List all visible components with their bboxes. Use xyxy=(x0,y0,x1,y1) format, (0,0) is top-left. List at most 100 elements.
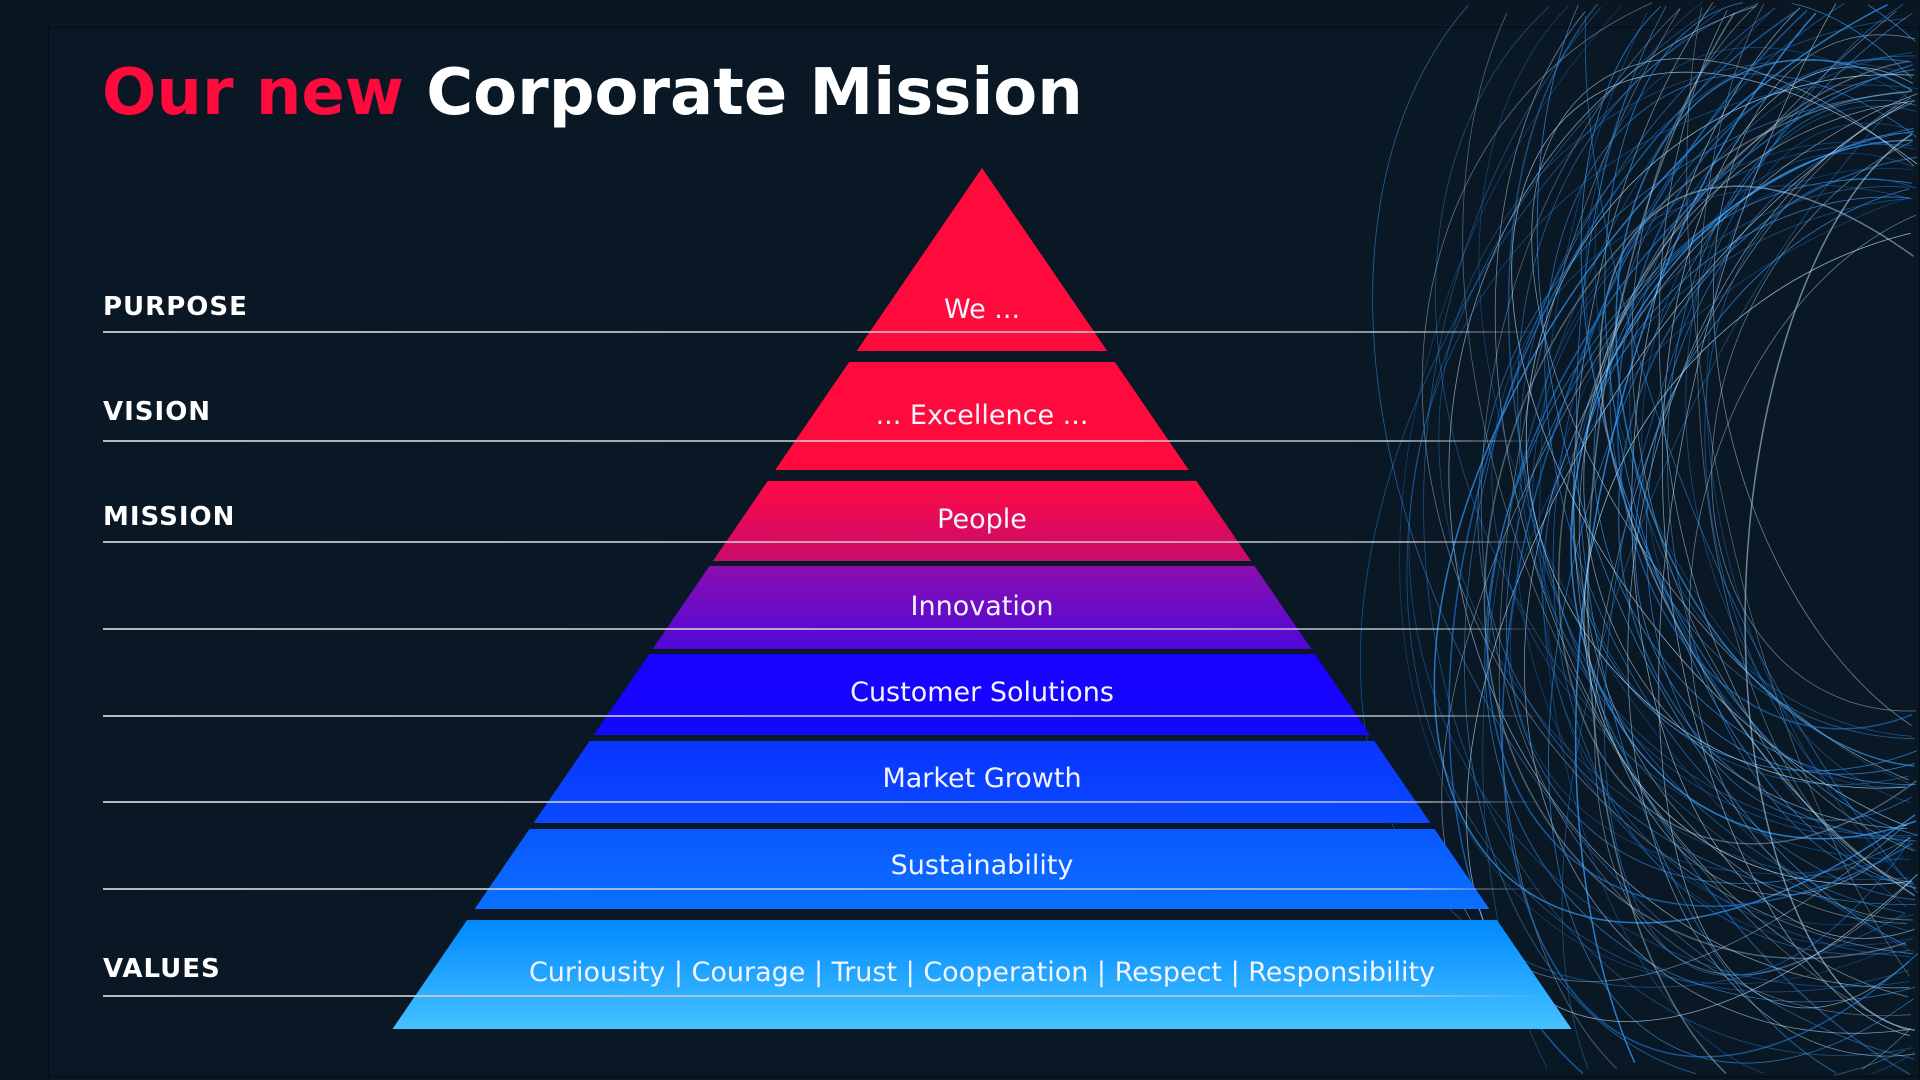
swirl-line xyxy=(1570,139,1917,840)
swirl-line xyxy=(1711,140,1917,712)
swirl-line xyxy=(1477,91,1916,905)
pyramid-tier-8 xyxy=(392,920,1572,1029)
slide-title: Our new Corporate Mission xyxy=(102,56,1083,130)
swirl-line xyxy=(1548,12,1914,1064)
pyramid-tier-label: Sustainability xyxy=(891,850,1074,881)
swirl-line xyxy=(1572,186,1911,786)
label-vision: VISION xyxy=(103,397,212,427)
swirl-line xyxy=(1627,102,1915,1057)
swirl-line xyxy=(1557,60,1917,845)
swirl-line xyxy=(1484,128,1916,1003)
swirl-line xyxy=(1519,18,1918,837)
swirl-line xyxy=(1462,12,1909,1032)
swirl-line xyxy=(1466,101,1918,1023)
swirl-line xyxy=(1406,5,1909,993)
swirl-line xyxy=(1706,122,1918,890)
swirl-line xyxy=(1438,60,1910,881)
swirl-line xyxy=(1507,3,1910,1075)
swirl-line xyxy=(1480,8,1911,1017)
divider-line xyxy=(103,331,1545,333)
divider-line xyxy=(103,541,1545,543)
title-main: Corporate Mission xyxy=(426,56,1083,130)
swirl-line xyxy=(1685,105,1916,803)
pyramid-tier-5 xyxy=(593,654,1371,735)
swirl-line xyxy=(1491,184,1912,860)
swirl-line xyxy=(1629,52,1913,737)
pyramid-tier-label: People xyxy=(937,504,1027,535)
swirl-line xyxy=(1448,5,1910,989)
swirl-line xyxy=(1603,4,1911,976)
swirl-line xyxy=(1482,12,1771,1068)
swirl-line xyxy=(1516,141,1915,925)
swirl-line xyxy=(1584,15,1918,893)
swirl-line xyxy=(1561,88,1912,1070)
swirl-line xyxy=(1517,2,1905,914)
swirl-line xyxy=(1478,5,1915,953)
swirl-line xyxy=(1594,1,1912,785)
pyramid-tier-label: Customer Solutions xyxy=(850,677,1114,708)
swirl-line xyxy=(1617,156,1917,842)
swirl-line xyxy=(1696,3,1914,883)
swirl-line xyxy=(1539,12,1916,1075)
swirl-line xyxy=(1688,214,1916,921)
swirl-line xyxy=(1511,71,1918,827)
swirl-line xyxy=(1441,10,1909,982)
pyramid-tier-label: Innovation xyxy=(911,591,1054,622)
divider-line xyxy=(103,888,1545,890)
swirl-line xyxy=(1536,4,1907,946)
swirl-line xyxy=(1525,74,1914,789)
swirl-line xyxy=(1575,5,1837,1074)
swirl-line xyxy=(1531,58,1915,781)
pyramid-tier-2 xyxy=(775,362,1189,470)
swirl-line xyxy=(1573,2,1911,896)
swirl-line xyxy=(1572,196,1918,772)
pyramid-tier-1 xyxy=(856,168,1108,351)
swirl-line xyxy=(1501,9,1919,1058)
swirl-line xyxy=(1583,232,1913,885)
swirl-line xyxy=(1505,130,1915,884)
swirl-line xyxy=(1661,66,1914,1037)
swirl-line xyxy=(1594,97,1912,976)
title-accent: Our new xyxy=(102,56,404,130)
swirl-line xyxy=(1744,133,1915,1031)
pyramid-tier-label: ... Excellence ... xyxy=(876,400,1089,431)
divider-line xyxy=(103,715,1545,717)
swirl-line xyxy=(1585,46,1915,908)
swirl-line xyxy=(1421,2,1914,955)
swirl-line xyxy=(1509,197,1907,874)
swirl-line xyxy=(1646,132,1914,821)
label-values: VALUES xyxy=(103,954,221,984)
divider-line xyxy=(103,995,1545,997)
swirl-line xyxy=(1583,100,1916,829)
swirl-line xyxy=(1686,7,1910,977)
swirl-line xyxy=(1486,64,1913,907)
swirl-line xyxy=(1494,11,1909,998)
pyramid-tier-label: Market Growth xyxy=(882,763,1081,794)
swirl-line xyxy=(1641,152,1915,788)
swirl-line xyxy=(1712,34,1916,726)
pyramid-tier-label: We ... xyxy=(944,294,1020,325)
swirl-line xyxy=(1532,143,1912,839)
swirl-line xyxy=(1574,12,1817,1063)
swirl-line xyxy=(1483,90,1913,960)
label-purpose: PURPOSE xyxy=(103,292,248,322)
swirl-line xyxy=(1498,8,1911,1070)
divider-line xyxy=(103,628,1545,630)
swirl-line xyxy=(1463,7,1906,1076)
divider-line xyxy=(103,801,1545,803)
divider-line xyxy=(103,440,1545,442)
swirl-line xyxy=(1593,179,1916,785)
swirl-line xyxy=(1580,4,1918,836)
pyramid-tier-label: Curiousity | Courage | Trust | Cooperati… xyxy=(529,957,1435,988)
swirl-line xyxy=(1704,177,1917,852)
label-mission: MISSION xyxy=(103,502,236,532)
swirl-line xyxy=(1399,6,1913,985)
swirl-line xyxy=(1631,3,1914,851)
swirl-line xyxy=(1552,3,1910,955)
swirl-line xyxy=(1587,12,1736,1075)
swirl-line xyxy=(1435,6,1910,932)
swirl-line xyxy=(1658,10,1916,890)
swirl-line xyxy=(1523,93,1918,1034)
